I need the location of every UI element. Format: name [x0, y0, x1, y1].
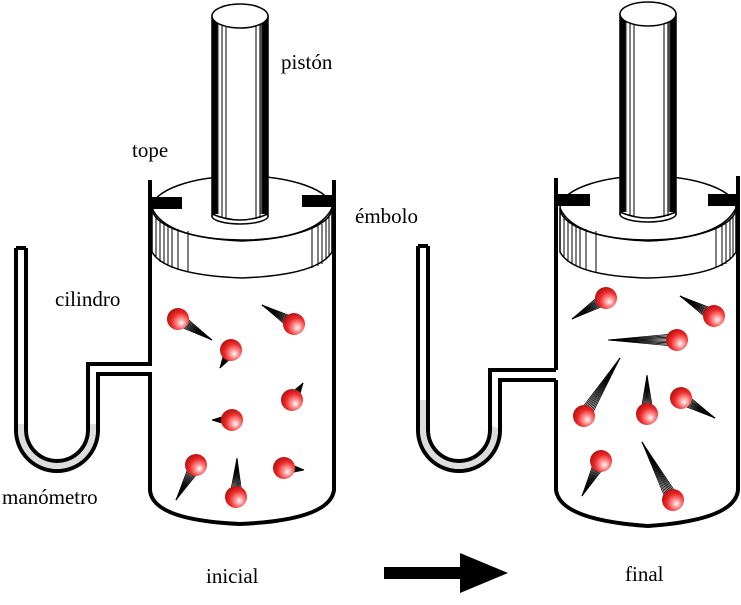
gas-molecule: [582, 450, 612, 496]
molecule-ball: [662, 489, 684, 511]
process-arrow-icon: [384, 553, 508, 593]
gas-molecule: [642, 442, 684, 511]
gas-molecule: [220, 339, 242, 368]
gas-molecule: [281, 383, 303, 411]
molecules-initial: [167, 305, 305, 508]
molecule-ball: [220, 339, 242, 361]
manometer-final: [418, 246, 556, 471]
gas-molecule: [670, 387, 715, 418]
gas-molecule: [176, 454, 207, 500]
molecule-ball: [273, 457, 295, 479]
piston-rod-final: [620, 2, 676, 222]
gas-molecule: [212, 409, 243, 431]
gas-molecule: [167, 308, 212, 340]
piston-rod-initial: [212, 4, 268, 224]
molecule-ball: [221, 409, 243, 431]
molecule-ball: [666, 329, 688, 351]
molecule-ball: [283, 313, 305, 335]
apparatus-final: [418, 2, 740, 526]
gas-molecule: [573, 358, 620, 427]
gas-molecule: [273, 457, 304, 479]
gas-molecule: [572, 287, 617, 319]
molecule-ball: [636, 403, 658, 425]
gas-molecule: [608, 329, 688, 351]
label-final: final: [625, 564, 663, 585]
molecule-ball: [703, 305, 725, 327]
molecule-ball: [185, 454, 207, 476]
label-manometer: manómetro: [2, 487, 98, 508]
stop-right-final: [708, 194, 740, 206]
stop-right-initial: [302, 195, 334, 207]
molecules-final: [572, 287, 725, 511]
motion-trail: [589, 358, 620, 419]
gas-molecule: [680, 296, 725, 327]
molecule-ball: [590, 450, 612, 472]
molecule-ball: [573, 405, 595, 427]
label-initial: inicial: [206, 566, 258, 587]
apparatus-initial: [16, 4, 334, 524]
gas-molecule: [262, 305, 305, 335]
stop-left-final: [558, 194, 590, 206]
gas-molecule: [636, 375, 658, 425]
label-cylinder: cilindro: [55, 289, 120, 310]
molecule-ball: [595, 287, 617, 309]
molecule-ball: [281, 389, 303, 411]
molecule-ball: [225, 486, 247, 508]
manometer-initial: [16, 248, 152, 471]
molecule-ball: [167, 308, 189, 330]
label-piston: pistón: [281, 52, 332, 73]
label-plunger: émbolo: [355, 206, 418, 227]
label-stop: tope: [132, 140, 168, 161]
molecule-ball: [670, 387, 692, 409]
stop-left-initial: [150, 197, 182, 209]
gas-molecule: [225, 458, 247, 508]
motion-trail: [642, 442, 679, 497]
